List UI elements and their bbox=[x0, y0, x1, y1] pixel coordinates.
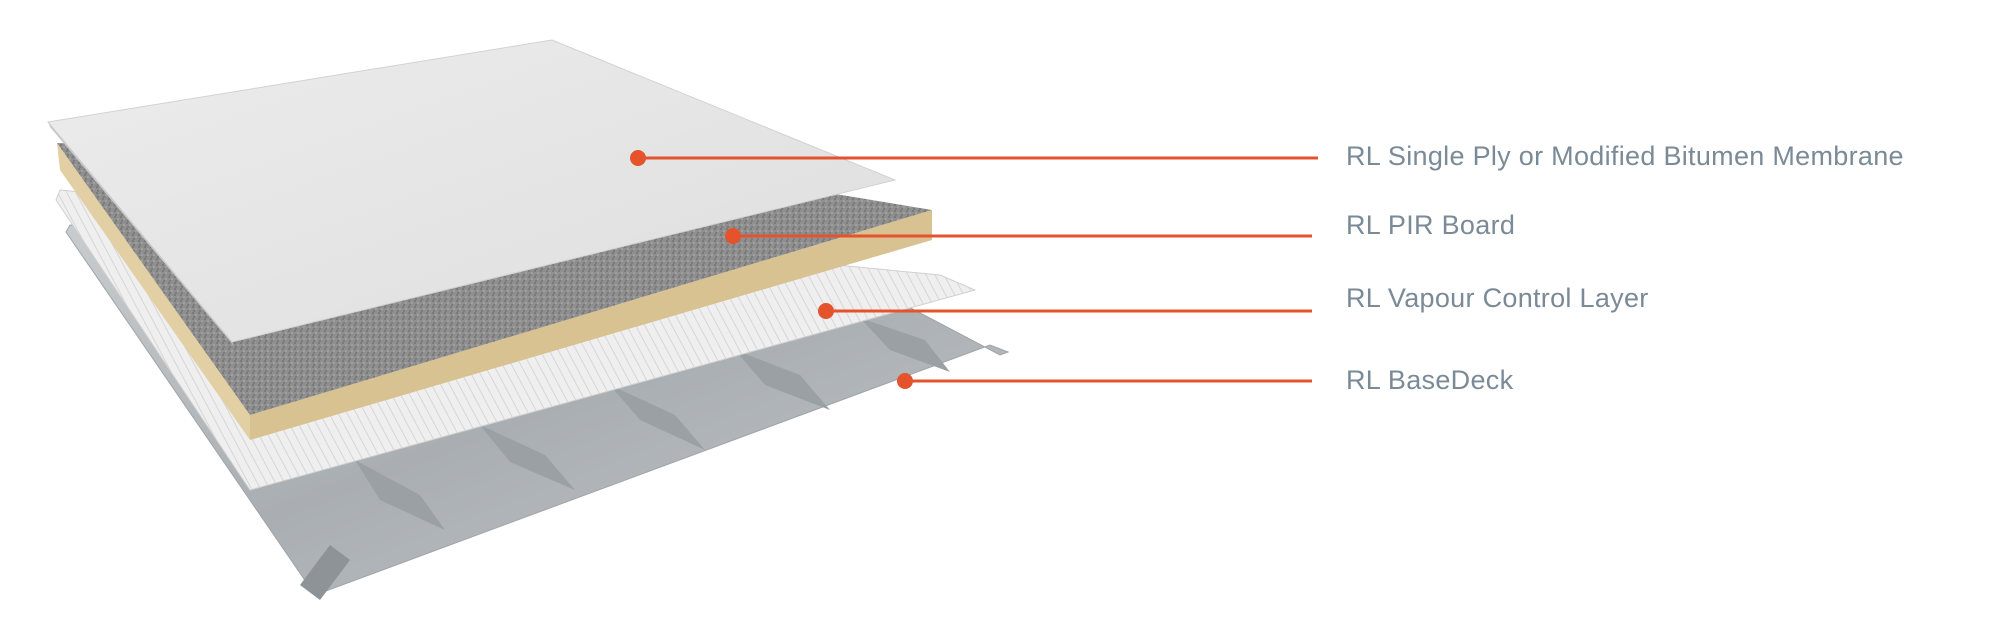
leader-dot bbox=[897, 373, 913, 389]
deck-rib bbox=[860, 318, 950, 372]
label-vapour-control: RL Vapour Control Layer bbox=[1346, 283, 1649, 313]
label-pir-board: RL PIR Board bbox=[1346, 210, 1515, 240]
pir-core-front bbox=[57, 143, 250, 440]
membrane-edge bbox=[48, 122, 234, 346]
leader-pir bbox=[725, 228, 1312, 244]
membrane-sheet bbox=[47, 39, 897, 343]
leader-dot bbox=[725, 228, 741, 244]
leader-vapour bbox=[818, 303, 1312, 319]
deck-rib bbox=[480, 425, 575, 490]
label-membrane: RL Single Ply or Modified Bitumen Membra… bbox=[1346, 141, 1904, 171]
deck-rib bbox=[735, 350, 830, 410]
leader-dot bbox=[630, 150, 646, 166]
leader-membrane bbox=[630, 150, 1318, 166]
leader-dot bbox=[818, 303, 834, 319]
deck-rib bbox=[300, 545, 350, 600]
deck-rib bbox=[355, 460, 445, 530]
deck-rib bbox=[610, 385, 705, 450]
layer-membrane bbox=[47, 39, 897, 346]
pir-core-side bbox=[250, 210, 932, 440]
label-basedeck: RL BaseDeck bbox=[1346, 365, 1514, 395]
leader-deck bbox=[897, 373, 1312, 389]
